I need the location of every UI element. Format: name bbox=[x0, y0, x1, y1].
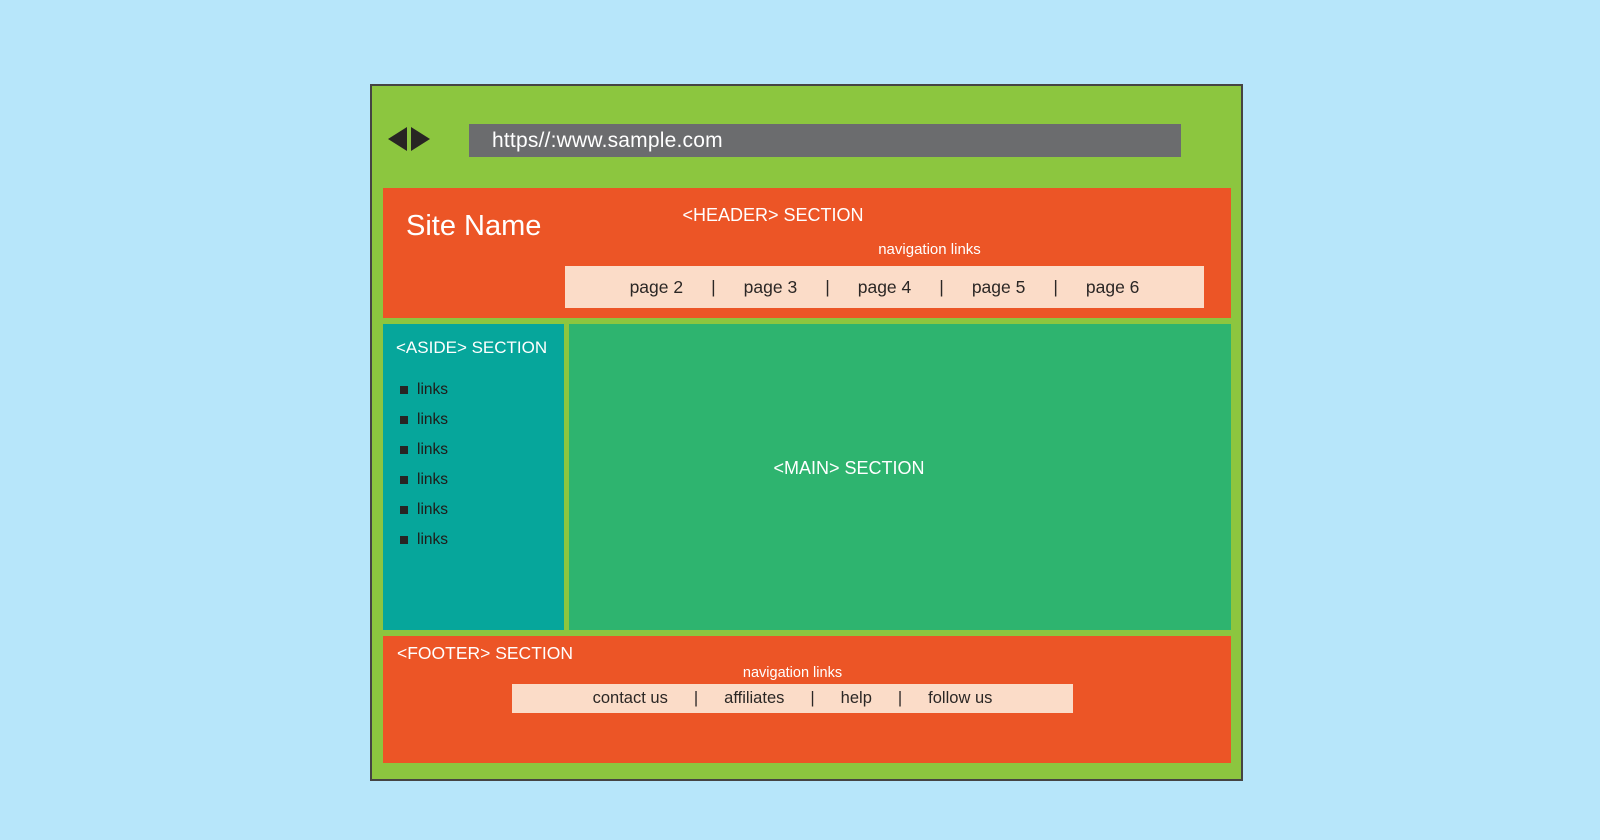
main-section-label: <MAIN> SECTION bbox=[773, 458, 925, 478]
separator: | bbox=[711, 276, 716, 297]
aside-section-label: <ASIDE> SECTION bbox=[396, 338, 548, 357]
footer-nav-caption: navigation links bbox=[742, 665, 843, 681]
aside-link[interactable]: links bbox=[400, 441, 448, 459]
square-bullet-icon bbox=[400, 476, 408, 484]
site-name: Site Name bbox=[406, 210, 542, 242]
separator: | bbox=[825, 276, 830, 297]
aside-link-label: links bbox=[417, 471, 449, 488]
header-nav-bar: page 2 | page 3 | page 4 | page 5 | page 6 bbox=[565, 266, 1204, 308]
separator: | bbox=[810, 689, 815, 707]
separator: | bbox=[897, 689, 903, 707]
aside-link[interactable]: links bbox=[400, 501, 448, 519]
header-section-label: <HEADER> SECTION bbox=[682, 205, 864, 225]
footer-section-label: <FOOTER> SECTION bbox=[397, 643, 573, 663]
main-section: <MAIN> SECTION bbox=[569, 324, 1231, 630]
header-nav-caption: navigation links bbox=[878, 241, 981, 258]
back-arrow-icon[interactable] bbox=[388, 127, 407, 151]
footer-section: <FOOTER> SECTION navigation links contac… bbox=[383, 636, 1231, 763]
square-bullet-icon bbox=[400, 506, 408, 514]
header-nav-link[interactable]: page 3 bbox=[743, 276, 798, 297]
footer-nav-link[interactable]: help bbox=[840, 689, 872, 707]
aside-link[interactable]: links bbox=[400, 471, 448, 489]
aside-link-label: links bbox=[417, 381, 449, 398]
separator: | bbox=[693, 689, 699, 707]
aside-link-label: links bbox=[417, 501, 449, 518]
header-nav-link[interactable]: page 4 bbox=[857, 276, 912, 297]
aside-link-label: links bbox=[417, 411, 449, 428]
aside-link[interactable]: links bbox=[400, 411, 448, 429]
aside-link[interactable]: links bbox=[400, 531, 448, 549]
footer-nav-bar: contact us | affiliates | help | follow us bbox=[512, 684, 1073, 713]
header-section: Site Name <HEADER> SECTION navigation li… bbox=[383, 188, 1231, 318]
header-nav-link[interactable]: page 5 bbox=[971, 276, 1026, 297]
separator: | bbox=[939, 276, 944, 297]
browser-window: https//:www.sample.com Site Name <HEADER… bbox=[370, 84, 1243, 781]
footer-nav-link[interactable]: affiliates bbox=[724, 689, 785, 707]
square-bullet-icon bbox=[400, 446, 408, 454]
url-text: https//:www.sample.com bbox=[492, 128, 723, 152]
header-nav-link[interactable]: page 2 bbox=[629, 276, 684, 297]
square-bullet-icon bbox=[400, 386, 408, 394]
footer-nav-link[interactable]: contact us bbox=[592, 689, 668, 707]
header-nav-link[interactable]: page 6 bbox=[1085, 276, 1140, 297]
aside-link-label: links bbox=[417, 531, 449, 548]
address-bar[interactable]: https//:www.sample.com bbox=[469, 124, 1181, 157]
square-bullet-icon bbox=[400, 416, 408, 424]
separator: | bbox=[1053, 276, 1058, 297]
aside-link-label: links bbox=[417, 441, 449, 458]
footer-nav-link[interactable]: follow us bbox=[928, 689, 993, 707]
aside-link[interactable]: links bbox=[400, 381, 448, 399]
forward-arrow-icon[interactable] bbox=[411, 127, 430, 151]
square-bullet-icon bbox=[400, 536, 408, 544]
aside-links-list: links links links links links links bbox=[400, 381, 448, 549]
